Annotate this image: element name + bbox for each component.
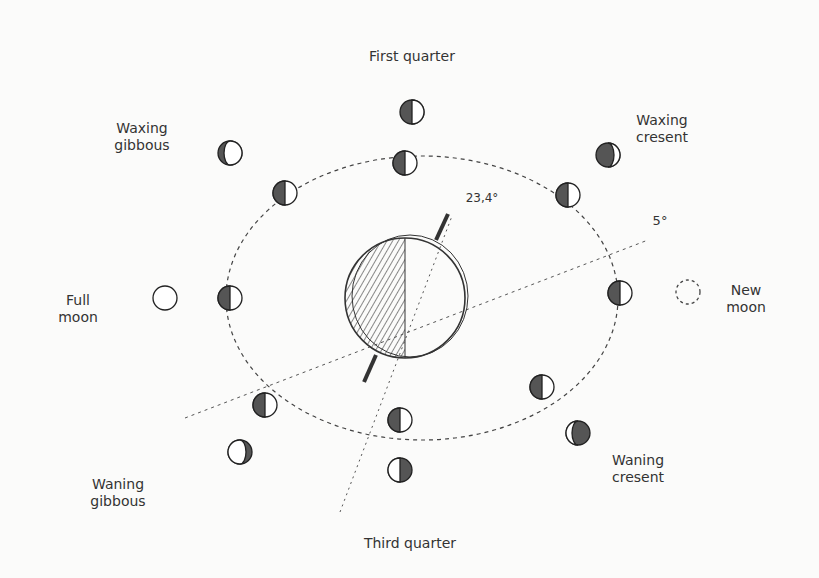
- angle-label: 5°: [643, 212, 677, 229]
- phase-label: Waxing cresent: [622, 112, 702, 146]
- phase-label: Waning gibbous: [76, 476, 160, 510]
- phase-label: First quarter: [347, 48, 477, 65]
- phase-label: Waxing gibbous: [102, 120, 182, 154]
- angle-label: 23,4°: [454, 190, 510, 207]
- phase-label: Third quarter: [335, 535, 485, 552]
- phase-label: New moon: [715, 282, 777, 316]
- phase-label: Full moon: [47, 292, 109, 326]
- phase-label: Waning cresent: [596, 452, 680, 486]
